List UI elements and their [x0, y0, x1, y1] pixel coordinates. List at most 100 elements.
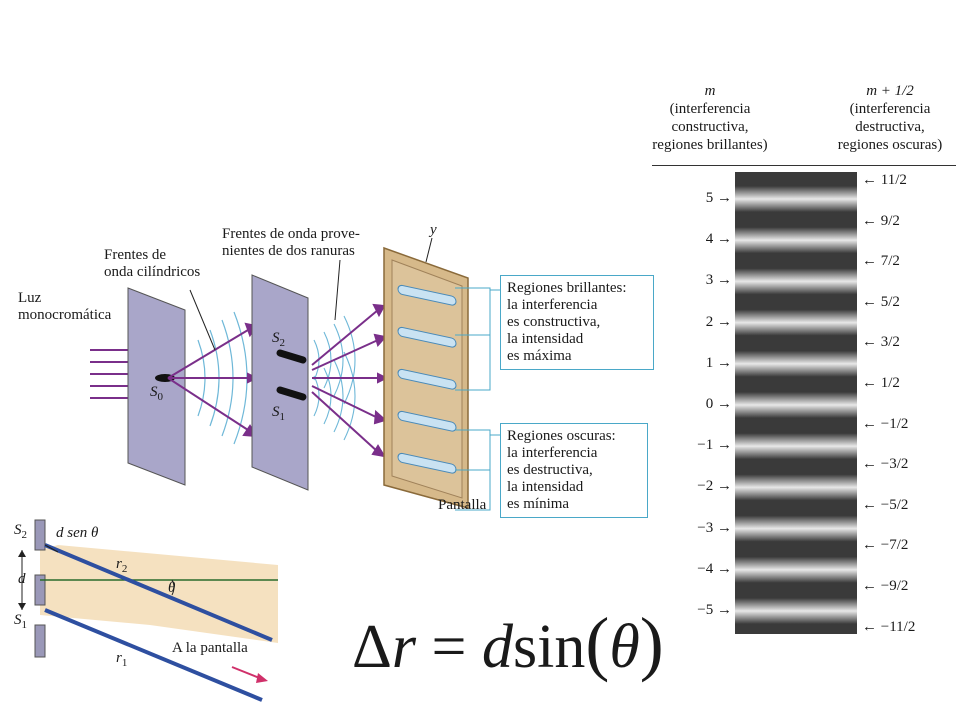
bright-fringe	[735, 556, 857, 583]
dark-box-line4: la intensidad	[507, 479, 584, 495]
geom-s1-sub: 1	[21, 619, 28, 631]
dark-order-value: 7/2	[880, 253, 900, 270]
arrow-left-icon: ←	[862, 456, 881, 473]
single-slit-plate	[127, 287, 186, 486]
arrow-right-icon: →	[713, 272, 732, 289]
bright-order-value: −5	[697, 602, 714, 618]
rays-to-screen	[311, 303, 389, 458]
dark-order-value: −3/2	[880, 456, 909, 473]
bright-fringe	[735, 309, 857, 336]
bright-order-label: 3 →	[706, 272, 732, 289]
arrow-right-icon: →	[713, 190, 732, 206]
formula-open-paren: (	[585, 603, 610, 683]
fringe-pattern	[735, 186, 857, 624]
path-diff-label: d sen θ	[56, 525, 99, 541]
dark-order-label: ← −1/2	[862, 416, 908, 433]
arrow-right-icon: →	[713, 519, 732, 536]
bright-box-line3: es constructiva,	[507, 314, 601, 330]
screen-label: Pantalla	[438, 497, 487, 513]
experiment-illustration	[90, 237, 505, 511]
double-slit-wavefronts	[313, 315, 356, 441]
dark-order-label: ← 5/2	[862, 294, 900, 311]
geom-r2-label: r2	[116, 556, 127, 578]
bright-order-label: 4 →	[706, 231, 732, 248]
bright-fringe	[735, 227, 857, 254]
dark-order-label: ← 9/2	[862, 213, 900, 230]
dark-order-label: ← 1/2	[862, 375, 900, 392]
geom-s2-sub: 2	[21, 529, 28, 541]
bright-fringe	[735, 515, 857, 542]
arrow-left-icon: ←	[862, 212, 881, 229]
fringe-bands	[735, 186, 857, 624]
geom-r2-sub: 2	[121, 563, 128, 575]
bright-fringe	[735, 474, 857, 501]
geom-s2-label: S2	[14, 522, 27, 544]
dark-order-label: ← 7/2	[862, 253, 900, 270]
bright-order-label: 5 →	[706, 190, 732, 207]
geom-s2-letter: S	[14, 522, 22, 538]
arrow-left-icon: ←	[862, 334, 881, 351]
fringe-strip	[735, 172, 857, 634]
ray-r2	[44, 543, 273, 642]
bright-order-label: 1 →	[706, 355, 732, 372]
light-label-line1: Luz	[18, 290, 42, 306]
slit-s1-sub: 1	[279, 411, 286, 423]
bright-order-value: 5	[705, 190, 714, 206]
geometry-diagram	[0, 515, 300, 720]
slit-wavefronts-label: Frentes de onda prove- nientes de dos ra…	[222, 226, 360, 260]
dark-order-label: ← −11/2	[862, 619, 915, 636]
bright-order-label: −5 →	[697, 602, 732, 619]
arrow-left-icon: ←	[862, 375, 881, 391]
dark-order-value: 9/2	[880, 212, 900, 229]
geometry-illustration	[18, 519, 278, 702]
axis-y-label: y	[430, 222, 437, 238]
bright-order-value: −4	[697, 560, 714, 577]
arrow-left-icon: ←	[862, 618, 881, 635]
dark-order-value: −7/2	[880, 537, 909, 554]
bright-orders-header: m (interferencia constructiva, regiones …	[630, 82, 790, 154]
ray-r1	[44, 608, 263, 702]
bright-fringe	[735, 350, 857, 377]
slit-s1-letter: S	[272, 404, 280, 420]
experiment-diagram	[0, 190, 650, 520]
header-rule	[652, 165, 956, 166]
bright-order-label: 2 →	[706, 314, 732, 331]
geom-r1-label: r1	[116, 650, 127, 672]
bright-order-value: 0	[705, 396, 714, 412]
slit-wavefronts-line2: nientes de dos ranuras	[222, 243, 355, 259]
arrow-left-icon: ←	[862, 293, 881, 310]
bright-fringe	[735, 433, 857, 460]
bright-header-line3: constructiva,	[671, 119, 749, 135]
geom-s1-letter: S	[14, 612, 22, 628]
arrow-right-icon: →	[713, 478, 732, 495]
slit-s2-letter: S	[272, 330, 280, 346]
dark-order-value: 1/2	[880, 375, 900, 391]
bright-header-line4: regiones brillantes)	[652, 137, 768, 153]
dark-header-line4: regiones oscuras)	[837, 137, 943, 153]
bright-order-value: 3	[705, 272, 714, 289]
arrow-right-icon: →	[713, 602, 732, 618]
cyl-wavefronts-label: Frentes de onda cilíndricos	[104, 247, 200, 281]
dark-order-label: ← 3/2	[862, 334, 900, 351]
path-difference-formula: Δr = dsin(θ)	[352, 602, 664, 685]
to-screen-label: A la pantalla	[172, 640, 248, 656]
bright-box-line1: Regiones brillantes:	[507, 280, 627, 296]
bright-order-value: −3	[697, 519, 714, 536]
screen-fringes	[397, 284, 457, 474]
formula-equals: =	[431, 613, 467, 681]
arrow-right-icon: →	[713, 313, 732, 330]
bright-fringe	[735, 268, 857, 295]
source-s0-letter: S	[150, 384, 158, 400]
dark-order-label: ← −9/2	[862, 578, 908, 595]
arrow-left-icon: ←	[862, 415, 881, 432]
to-screen-arrow	[231, 666, 263, 680]
dark-order-label: ← 11/2	[862, 172, 907, 189]
bright-fringe	[735, 392, 857, 418]
formula-sin: sin	[512, 613, 586, 681]
bright-box-line2: la interferencia	[507, 297, 598, 313]
arrow-left-icon: ←	[862, 578, 881, 594]
dark-order-value: 11/2	[880, 172, 907, 188]
light-label: Luz monocromática	[18, 290, 111, 324]
bright-order-label: 0 →	[706, 396, 732, 413]
dark-box-line2: la interferencia	[507, 445, 598, 461]
